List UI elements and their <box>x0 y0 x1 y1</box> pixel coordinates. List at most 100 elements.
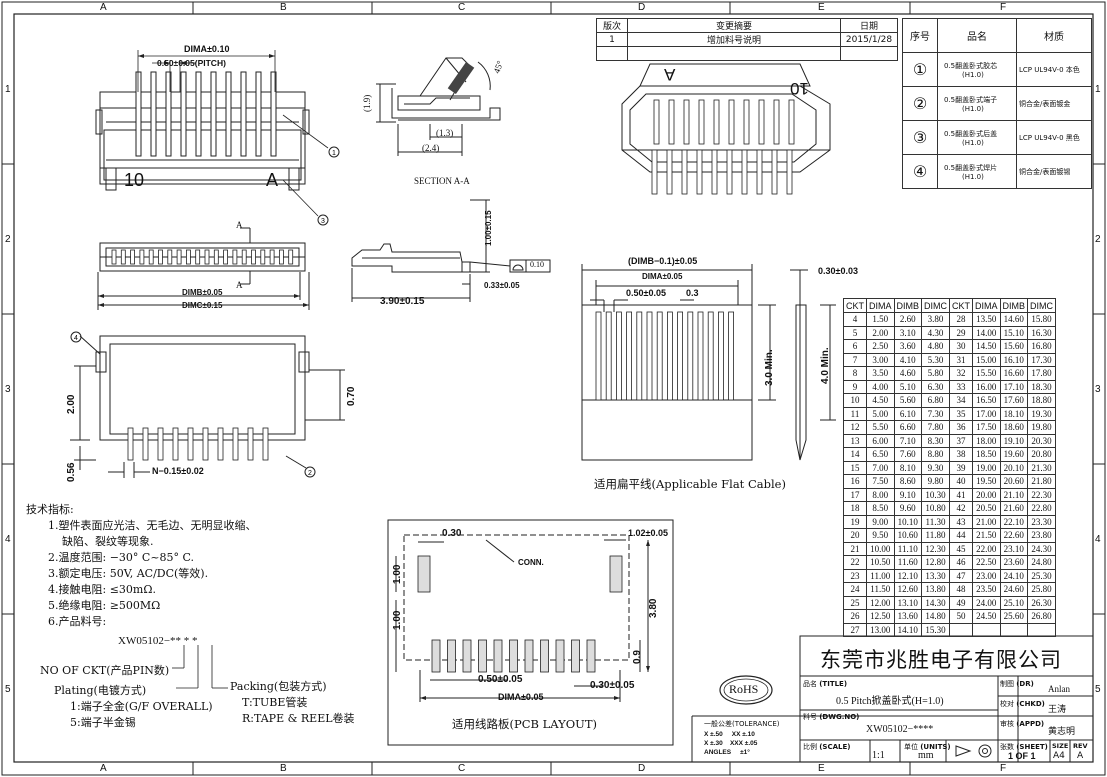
packing-label: Packing(包装方式) <box>230 680 327 693</box>
scale-label-en: (SCALE) <box>819 743 851 751</box>
tol-label: 一般公差(TOLERANCE) <box>704 720 780 728</box>
pcb-h380: 3.80 <box>648 598 659 618</box>
dr-label: 制图 (DR) <box>1000 679 1034 689</box>
terminal-pin <box>240 71 247 157</box>
ckt-cell: 22 <box>843 555 867 570</box>
ckt-cell: 2.50 <box>866 339 895 354</box>
tol-line-1: X ±.50 XX ±.10 <box>704 731 755 738</box>
grid-row-3: 3 <box>5 384 11 395</box>
grid-row-5-right: 5 <box>1095 684 1101 695</box>
ckt-cell: 15.60 <box>999 339 1028 354</box>
ckt-cell: 10.30 <box>921 487 950 502</box>
terminal-pin <box>180 71 187 157</box>
ckt-cell: 3.80 <box>921 312 950 327</box>
ckt-cell: 37 <box>949 433 973 448</box>
ckt-cell: 4 <box>843 312 867 327</box>
ckt-cell: 13.30 <box>921 568 950 583</box>
ckt-cell: 36 <box>949 420 973 435</box>
terminal-pin <box>269 249 275 265</box>
ckt-cell: 12.00 <box>866 595 895 610</box>
ckt-cell: 10.10 <box>893 514 922 529</box>
ckt-cell: 45 <box>949 541 973 556</box>
pcb-h09: 0.9 <box>632 650 643 664</box>
revision-table: 版次 变更摘要 日期 1 增加料号说明 2015/1/28 <box>596 18 898 61</box>
terminal-pin <box>135 71 142 157</box>
unit-label: 单位 (UNITS) <box>904 742 951 752</box>
ckt-cell: 7.30 <box>921 406 950 421</box>
grid-row-5: 5 <box>5 684 11 695</box>
ckt-cell-empty <box>972 622 1001 637</box>
ckt-cell: 17.50 <box>972 420 1001 435</box>
ckt-cell: 14 <box>843 447 867 462</box>
ckt-cell: 9.30 <box>921 460 950 475</box>
ckt-cell: 6 <box>843 339 867 354</box>
ckt-cell: 12.10 <box>893 568 922 583</box>
ckt-cell: 26.80 <box>1027 609 1056 624</box>
dim-dima-top: DIMA±0.10 <box>184 44 230 54</box>
ckt-cell: 11 <box>843 406 867 421</box>
pcb-side-pad <box>417 555 431 593</box>
ckt-cell: 7.00 <box>866 460 895 475</box>
ckt-cell: 3.50 <box>866 366 895 381</box>
packing-t: T:TUBE管装 <box>242 696 308 709</box>
ckt-cell: 19 <box>843 514 867 529</box>
ckt-cell: 21.30 <box>1027 460 1056 475</box>
appd-label-en: (APPD) <box>1016 720 1045 728</box>
ckt-cell: 25.80 <box>1027 582 1056 597</box>
material-name: 0.5翻盖卧式胶芯(H1.0) <box>937 52 1017 87</box>
material-no-glyph: ① <box>912 60 928 79</box>
dim-dimc: DIMC±0.15 <box>182 301 223 310</box>
terminal-pin <box>172 427 179 461</box>
grid-col-a-bottom: A <box>100 763 107 774</box>
material-name: 0.5翻盖卧式后盖(H1.0) <box>937 120 1017 155</box>
ckt-label: NO OF CKT(产品PIN数) <box>40 664 170 677</box>
ckt-cell: 9.60 <box>893 501 922 516</box>
ckt-cell: 40 <box>949 474 973 489</box>
terminal-pin <box>728 99 735 145</box>
ckt-cell: 9.00 <box>866 514 895 529</box>
revision-header: 版次 变更摘要 日期 <box>596 18 898 33</box>
terminal-pin <box>232 249 238 265</box>
ckt-cell: 5.60 <box>893 393 922 408</box>
terminal-pin <box>148 249 154 265</box>
pcb-w030: 0.30 <box>442 528 462 539</box>
grid-row-3-right: 3 <box>1095 384 1101 395</box>
pcb-signal-pad <box>555 639 565 673</box>
terminal-lead <box>651 149 658 195</box>
cable-thick: 0.30±0.03 <box>818 266 858 276</box>
ckt-cell: 16.60 <box>999 366 1028 381</box>
ckt-cell: 4.50 <box>866 393 895 408</box>
notes-heading: 技术指标: <box>26 503 74 516</box>
plating-label: Plating(电镀方式) <box>54 684 147 697</box>
ckt-cell: 13.80 <box>921 582 950 597</box>
terminal-pin <box>127 427 134 461</box>
material-row: 1①0.5翻盖卧式胶芯(H1.0)LCP UL94V-0 本色 <box>902 52 1092 87</box>
terminal-pin <box>111 249 117 265</box>
note-2: 2.温度范围: −30° C~85° C. <box>48 551 195 564</box>
pcb-conn: CONN. <box>518 558 544 567</box>
ckt-cell: 5.30 <box>921 352 950 367</box>
dim-h070: 0.70 <box>346 386 357 406</box>
scale-label-cn: 比例 <box>803 743 817 751</box>
ckt-cell: 23.30 <box>1027 514 1056 529</box>
material-spec: LCP UL94V-0 本色 <box>1016 52 1092 87</box>
rev-date: 2015/1/28 <box>840 32 898 47</box>
grid-row-4: 4 <box>5 534 11 545</box>
ckt-cell: 6.00 <box>866 433 895 448</box>
ckt-cell: 13.10 <box>893 595 922 610</box>
dim-sec-19: (1.9) <box>362 94 372 112</box>
terminal-pin <box>223 249 229 265</box>
grid-col-d: D <box>638 2 646 13</box>
cable-conductor <box>636 311 643 401</box>
unit-label-en: (UNITS) <box>920 743 951 751</box>
tol-line-2: X ±.30 XXX ±.05 <box>704 740 758 747</box>
pcb-side-pad <box>609 555 623 593</box>
ckt-cell: 4.30 <box>921 325 950 340</box>
ckt-cell: 9.10 <box>893 487 922 502</box>
